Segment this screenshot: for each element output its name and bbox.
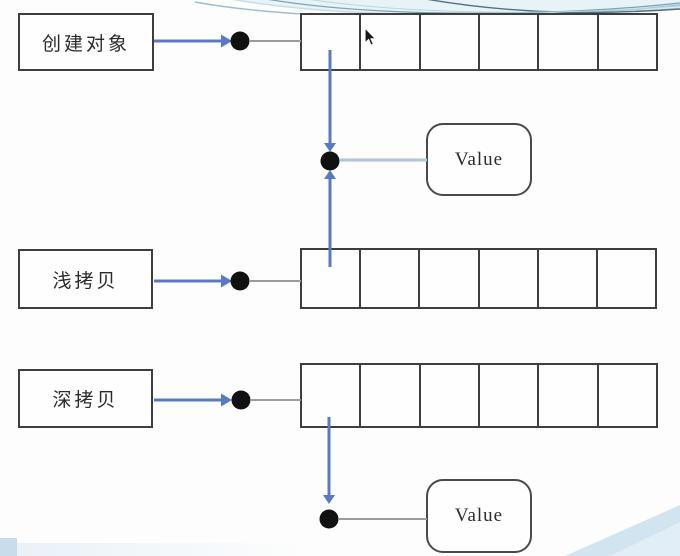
arrowhead-icon [221, 34, 232, 48]
arrowhead-icon [221, 393, 232, 407]
array-create-object [300, 13, 658, 71]
node-shared-value-label: Value [454, 148, 504, 170]
arrowhead-icon [221, 274, 232, 288]
slide-bottom-left-decoration [0, 538, 17, 556]
array-cell [596, 365, 656, 426]
node-create-object-label: 创建对象 [41, 33, 130, 55]
array-cell [477, 15, 538, 69]
array-deep-copy [300, 363, 658, 428]
array-cell [596, 15, 656, 69]
array-cell [418, 15, 478, 69]
array-cell [302, 250, 360, 307]
array-cell [595, 250, 656, 307]
array-cell [302, 15, 360, 69]
pointer-dot-icon [319, 509, 339, 529]
array-cell [418, 250, 478, 307]
node-deep-copy-label: 深拷贝 [52, 390, 119, 411]
node-deep-copy: 深拷贝 [18, 369, 153, 428]
node-shallow-copy-label: 浅拷贝 [52, 270, 119, 292]
array-cell [359, 365, 419, 426]
array-cell [418, 365, 478, 426]
pointer-dot-icon [231, 390, 251, 410]
array-shallow-copy [300, 248, 657, 309]
arrowhead-icon [324, 170, 336, 179]
mouse-cursor-icon [364, 27, 377, 46]
node-shallow-copy: 浅拷贝 [18, 249, 153, 309]
arrowhead-icon [323, 495, 335, 504]
node-shared-value: Value [426, 123, 532, 196]
array-cell [537, 15, 597, 69]
array-cell [477, 250, 537, 307]
pointer-dot-icon [320, 151, 340, 171]
arrowhead-icon [324, 143, 336, 152]
array-cell [359, 250, 419, 307]
pointer-dot-icon [230, 271, 250, 291]
array-cell [536, 250, 596, 307]
array-cell [537, 365, 597, 426]
node-create-object: 创建对象 [18, 13, 154, 71]
slide-bottom-band-decoration [17, 543, 307, 556]
pointer-dot-icon [230, 31, 250, 51]
node-deep-value-label: Value [454, 505, 504, 526]
node-deep-value: Value [426, 479, 532, 553]
array-cell [477, 365, 538, 426]
array-cell [302, 365, 360, 426]
